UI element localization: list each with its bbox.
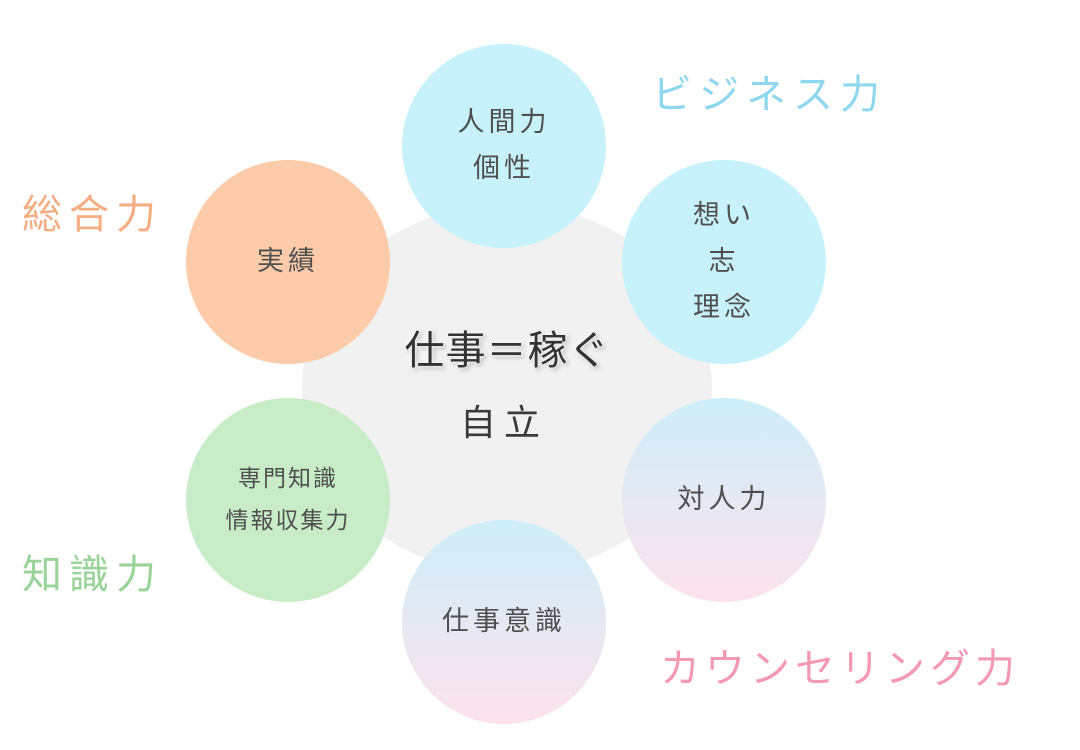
- circle-aspiration: 想い 志 理念: [622, 160, 826, 364]
- circle-line: 理念: [693, 292, 755, 323]
- label-overall-power: 総合力: [22, 192, 163, 238]
- circle-line: 情報収集力: [225, 508, 351, 534]
- circle-work-awareness: 仕事意識: [402, 520, 606, 724]
- center-title: 仕事＝稼ぐ: [404, 328, 610, 374]
- circle-line: 専門知識: [238, 466, 338, 492]
- circle-line: 志: [708, 246, 740, 277]
- circle-line: 人間力: [457, 107, 551, 138]
- circle-achievements: 実績: [186, 160, 390, 364]
- circle-human-power: 人間力 個性: [402, 44, 606, 248]
- label-business-power: ビジネス力: [652, 72, 887, 118]
- center-subtitle: 自立: [459, 403, 548, 444]
- circle-line: 実績: [257, 246, 319, 277]
- label-counseling-power: カウンセリング力: [660, 646, 1020, 692]
- circle-knowledge: 専門知識 情報収集力: [186, 398, 390, 602]
- circle-line: 個性: [473, 153, 535, 184]
- label-knowledge-power: 知識力: [22, 552, 163, 598]
- circle-line: 対人力: [677, 484, 771, 515]
- circle-line: 想い: [693, 200, 755, 231]
- circle-interpersonal: 対人力: [622, 398, 826, 602]
- circle-line: 仕事意識: [442, 606, 566, 637]
